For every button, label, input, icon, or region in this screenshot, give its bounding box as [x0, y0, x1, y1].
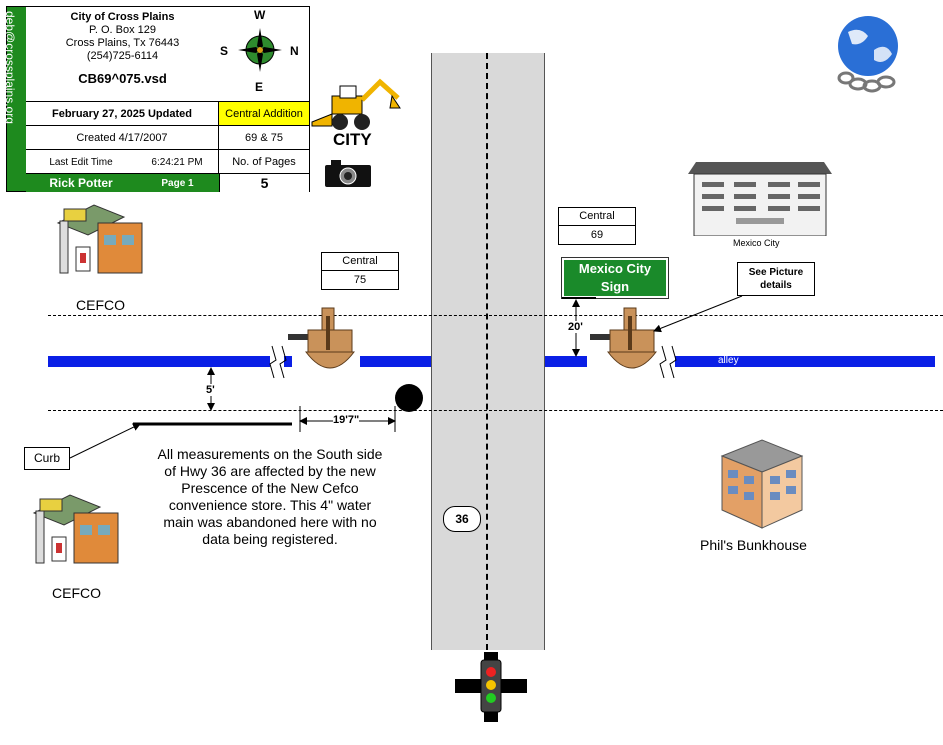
cefco-top-label: CEFCO — [76, 297, 125, 313]
page-label: Page 1 — [161, 177, 194, 189]
city-state: Cross Plains, Tx 76443 — [65, 37, 180, 49]
pages-ref: 69 & 75 — [245, 132, 283, 144]
phone: (254)725-6114 — [86, 50, 159, 62]
central-left-num: 75 — [321, 270, 399, 290]
mexico-city-caption: Mexico City — [733, 238, 780, 248]
gas-station-icon — [32, 494, 119, 564]
created-date: Created 4/17/2007 — [26, 126, 219, 150]
compass: W S N E — [218, 8, 302, 94]
addition-label: Central Addition — [219, 102, 309, 126]
central-right-num: 69 — [558, 225, 636, 245]
cefco-bottom-label: CEFCO — [52, 585, 101, 601]
compass-s: S — [220, 44, 229, 58]
compass-n: N — [290, 44, 299, 58]
camera-icon[interactable] — [323, 158, 373, 188]
abandonment-note: All measurements on the South side of Hw… — [157, 446, 383, 547]
backhoe-icon — [311, 78, 401, 130]
pipe-break-west-icon — [269, 345, 287, 379]
title-header: City of Cross Plains P. O. Box 129 Cross… — [26, 7, 219, 101]
water-main-west — [48, 356, 270, 367]
updated-date: February 27, 2025 Updated — [26, 102, 219, 126]
north-row-line — [48, 315, 943, 316]
water-main-west-stub — [284, 356, 292, 367]
title-row-2: Created 4/17/2007 69 & 75 — [26, 125, 309, 150]
water-main-east-1 — [545, 356, 587, 367]
title-side-bar: deb@crossplains.org — [3, 7, 26, 191]
alley-label: alley — [718, 355, 739, 366]
abandoned-point-marker[interactable] — [395, 384, 423, 412]
valve-east-icon[interactable] — [588, 306, 658, 378]
south-row-line — [48, 410, 943, 411]
building-icon — [688, 162, 832, 236]
traffic-light-icon — [455, 652, 527, 722]
author: Rick Potter — [49, 176, 113, 190]
pipe-break-east-icon — [659, 345, 677, 379]
last-edit-time: 6:24:21 PM — [136, 150, 219, 174]
mexico-city-sign: Mexico City Sign — [561, 257, 669, 299]
valve-west-icon[interactable] — [286, 306, 356, 378]
compass-w: W — [254, 8, 266, 22]
compass-e: E — [255, 80, 264, 94]
last-edit-label: Last Edit Time — [49, 156, 113, 168]
po-box: P. O. Box 129 — [88, 24, 157, 36]
compass-rose-icon — [238, 28, 282, 72]
file-name: CB69^075.vsd — [78, 71, 167, 86]
water-main-mid — [360, 356, 431, 367]
title-row-3: Last Edit Time 6:24:21 PM No. of Pages — [26, 149, 309, 174]
road-centerline — [486, 53, 488, 650]
title-row-1: February 27, 2025 Updated Central Additi… — [26, 101, 309, 126]
dim-197-label: 19'7" — [333, 414, 360, 426]
num-pages: 5 — [219, 174, 309, 192]
curb-label: Curb — [24, 447, 70, 470]
phils-bunkhouse-label: Phil's Bunkhouse — [700, 537, 807, 553]
dim-20-label: 20' — [568, 321, 583, 333]
highway-shield: 36 — [443, 506, 481, 532]
highway-36-road — [431, 53, 545, 650]
city-label: CITY — [333, 130, 372, 149]
apartment-building-icon — [720, 439, 804, 529]
num-pages-label: No. of Pages — [232, 156, 296, 168]
water-main-east-2 — [675, 356, 935, 367]
see-picture-box[interactable]: See Picture details — [737, 262, 815, 296]
dim-5-label: 5' — [206, 384, 215, 396]
title-row-4: Rick Potter Page 1 5 — [26, 173, 309, 192]
gas-station-icon — [56, 204, 143, 274]
globe-icon[interactable] — [828, 12, 910, 94]
org-name: City of Cross Plains — [70, 11, 175, 23]
